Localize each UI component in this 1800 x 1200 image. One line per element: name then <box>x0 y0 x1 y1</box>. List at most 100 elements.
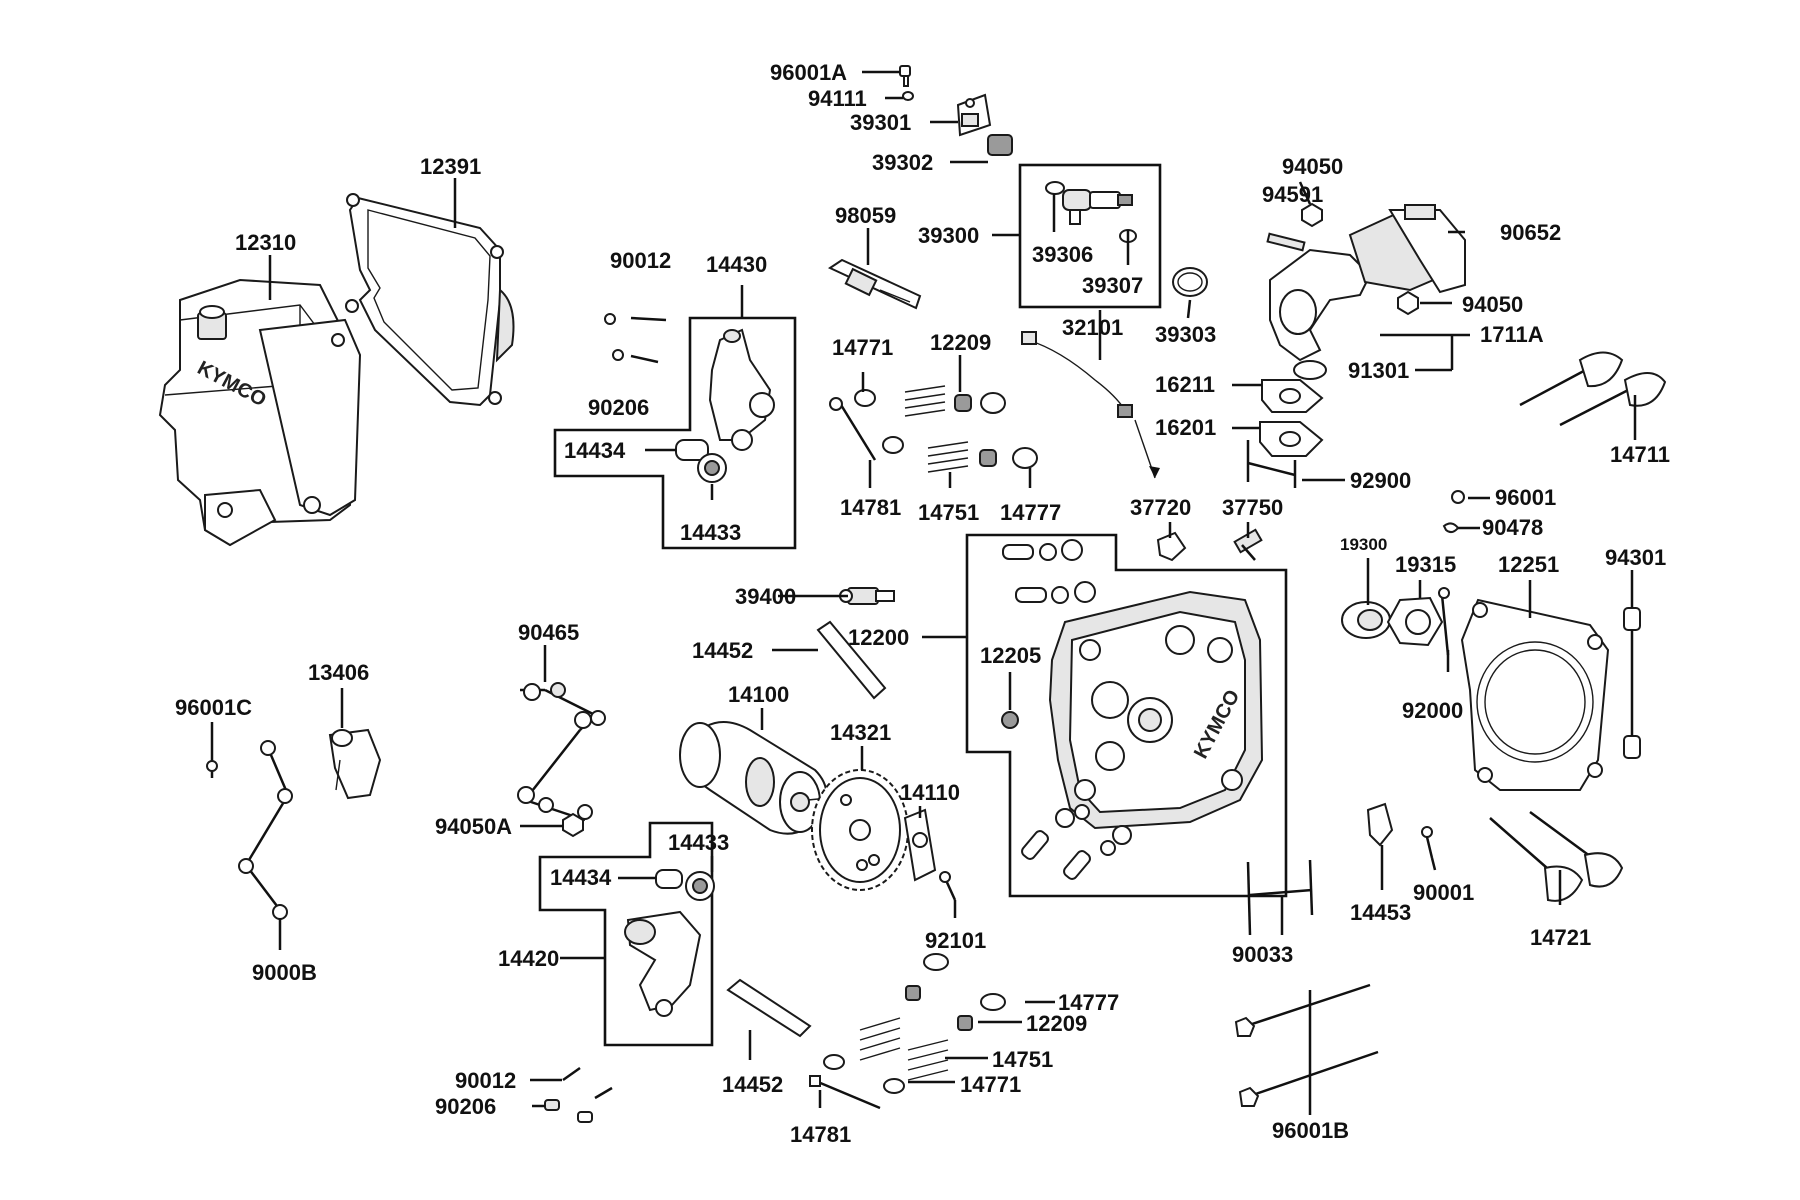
group-box-cylinder-head <box>965 533 1288 898</box>
rocker-arm-top-parts <box>604 313 775 483</box>
label-90012-top: 90012 <box>610 248 671 273</box>
label-94050-top: 94050 <box>1282 154 1343 179</box>
label-94301: 94301 <box>1605 545 1666 570</box>
group-box-rocker-arm-top <box>553 316 797 550</box>
label-90206-bot: 90206 <box>435 1094 496 1119</box>
label-14420: 14420 <box>498 946 559 971</box>
label-96001: 96001 <box>1495 485 1556 510</box>
label-94591: 94591 <box>1262 182 1323 207</box>
label-37720: 37720 <box>1130 495 1191 520</box>
intake-assembly <box>1246 202 1466 488</box>
label-91301: 91301 <box>1348 358 1409 383</box>
label-12310: 12310 <box>235 230 296 255</box>
head-cover-gasket <box>345 193 515 407</box>
label-14452-bot: 14452 <box>722 1072 783 1097</box>
label-14777-top: 14777 <box>1000 500 1061 525</box>
label-14434-top: 14434 <box>564 438 626 463</box>
label-92000: 92000 <box>1402 698 1463 723</box>
label-96001C: 96001C <box>175 695 252 720</box>
label-39306: 39306 <box>1032 242 1093 267</box>
label-90033: 90033 <box>1232 942 1293 967</box>
label-98059: 98059 <box>835 203 896 228</box>
label-37750: 37750 <box>1222 495 1283 520</box>
chain-tensioner-plate <box>903 808 957 901</box>
small-bolt-washer-right <box>1442 490 1465 534</box>
label-90012-bot: 90012 <box>455 1068 516 1093</box>
water-cover-parts <box>1341 587 1450 656</box>
label-39307: 39307 <box>1082 273 1143 298</box>
valve-springs-top <box>829 385 1038 473</box>
label-14771-bot: 14771 <box>960 1072 1021 1097</box>
label-92900: 92900 <box>1350 468 1411 493</box>
label-39303: 39303 <box>1155 322 1216 347</box>
cam-sprocket <box>811 769 909 891</box>
label-94111: 94111 <box>808 86 867 111</box>
decompressor-linkage <box>517 682 606 838</box>
rocker-arm-bottom-parts <box>624 869 715 1017</box>
label-14751-bot: 14751 <box>992 1047 1053 1072</box>
label-14751-top: 14751 <box>918 500 979 525</box>
cylinder-head-cover: KYMCO <box>158 278 362 547</box>
label-32101: 32101 <box>1062 315 1123 340</box>
adjust-screws-bottom <box>544 1066 613 1123</box>
valves-exhaust <box>1489 810 1624 902</box>
label-16211: 16211 <box>1155 372 1215 397</box>
bracket-13406 <box>328 728 382 800</box>
label-39400: 39400 <box>735 584 796 609</box>
injector-parts <box>899 65 1208 297</box>
camshaft-pin-top <box>816 620 887 700</box>
label-12209-bot: 12209 <box>1026 1011 1087 1036</box>
label-14781-bot: 14781 <box>790 1122 851 1147</box>
camshaft-pin-bottom <box>726 978 812 1038</box>
label-19300: 19300 <box>1340 535 1387 554</box>
label-92101: 92101 <box>925 928 986 953</box>
label-96001B: 96001B <box>1272 1118 1349 1143</box>
label-14100: 14100 <box>728 682 789 707</box>
label-14434-bot: 14434 <box>550 865 612 890</box>
label-90001: 90001 <box>1413 880 1474 905</box>
label-90465: 90465 <box>518 620 579 645</box>
label-90478: 90478 <box>1482 515 1543 540</box>
label-14721: 14721 <box>1530 925 1591 950</box>
label-94050A: 94050A <box>435 814 512 839</box>
spark-plug <box>827 258 922 310</box>
label-39300: 39300 <box>918 223 979 248</box>
label-13406: 13406 <box>308 660 369 685</box>
label-9000B: 9000B <box>252 960 317 985</box>
leader-lines <box>210 70 1637 1115</box>
camshaft <box>679 721 829 835</box>
label-90206-top: 90206 <box>588 395 649 420</box>
cylinder-head: KYMCO <box>1001 539 1264 880</box>
group-box-rocker-arm-bottom <box>538 821 714 1047</box>
temperature-sensor <box>839 587 895 605</box>
label-14430: 14430 <box>706 252 767 277</box>
label-90652: 90652 <box>1500 220 1561 245</box>
label-19315: 19315 <box>1395 552 1456 577</box>
label-14781-top: 14781 <box>840 495 901 520</box>
part-labels: 96001A 94111 39301 39302 12391 12310 980… <box>175 60 1670 1147</box>
label-12200: 12200 <box>848 625 909 650</box>
sensor-32101 <box>1021 331 1160 479</box>
label-14711: 14711 <box>1610 442 1670 467</box>
label-16201: 16201 <box>1155 415 1216 440</box>
label-14453: 14453 <box>1350 900 1411 925</box>
label-14452-top: 14452 <box>692 638 753 663</box>
label-1711A: 1711A <box>1480 322 1544 347</box>
label-96001A: 96001A <box>770 60 847 85</box>
valves-intake <box>1519 351 1667 427</box>
bolts-9000B <box>206 740 293 920</box>
label-12205: 12205 <box>980 643 1041 668</box>
label-12209-top: 12209 <box>930 330 991 355</box>
label-12391: 12391 <box>420 154 481 179</box>
label-14433-bot: 14433 <box>668 830 729 855</box>
label-39301: 39301 <box>850 110 911 135</box>
label-94050-mid: 94050 <box>1462 292 1523 317</box>
head-gasket <box>1460 598 1641 791</box>
valve-springs-bottom <box>809 953 1006 1110</box>
label-12251: 12251 <box>1498 552 1559 577</box>
label-14321: 14321 <box>830 720 891 745</box>
label-14433-top: 14433 <box>680 520 741 545</box>
label-14110: 14110 <box>900 780 960 805</box>
sensors-37720-37750 <box>1156 528 1263 562</box>
